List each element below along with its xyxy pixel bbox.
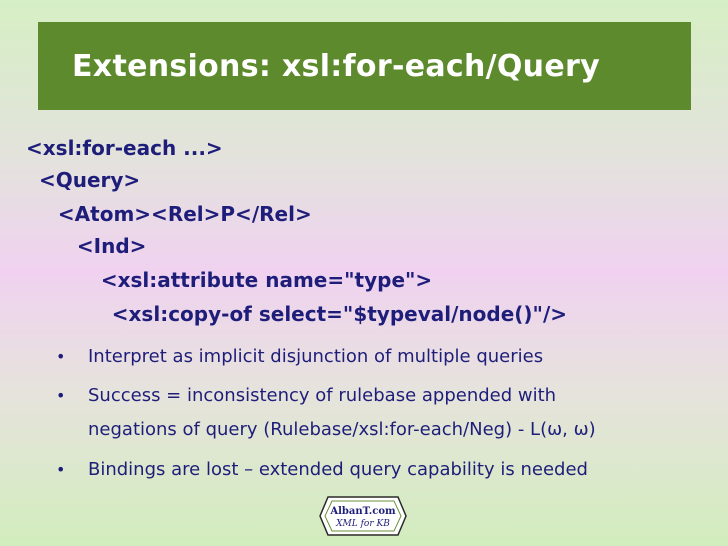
code-line-4: <Ind> <box>56 234 147 258</box>
albant-logo: AlbanT.com XML for KB <box>319 496 407 536</box>
code-line-5: <xsl:attribute name="type"> <box>66 268 433 292</box>
slide-title-bar: Extensions: xsl:for-each/Query <box>38 22 691 110</box>
code-line-2: <Query> <box>32 168 141 192</box>
slide-title: Extensions: xsl:for-each/Query <box>72 48 600 84</box>
bullet-text: Bindings are lost – extended query capab… <box>88 459 588 480</box>
bullet-dot: • <box>56 460 66 479</box>
bullet-text-continued: negations of query (Rulebase/xsl:for-eac… <box>88 419 596 440</box>
code-line-6: <xsl:copy-of select="$typeval/node()"/> <box>70 302 568 326</box>
bullet-dot: • <box>56 347 66 366</box>
logo-line-2: XML for KB <box>335 519 390 529</box>
code-line-1: <xsl:for-each ...> <box>26 136 223 160</box>
bullet-text: Interpret as implicit disjunction of mul… <box>88 346 544 367</box>
logo-line-1: AlbanT.com <box>329 506 396 517</box>
code-line-3: <Atom><Rel>P</Rel> <box>44 202 312 226</box>
bullet-text: Success = inconsistency of rulebase appe… <box>88 385 557 406</box>
bullet-dot: • <box>56 386 66 405</box>
